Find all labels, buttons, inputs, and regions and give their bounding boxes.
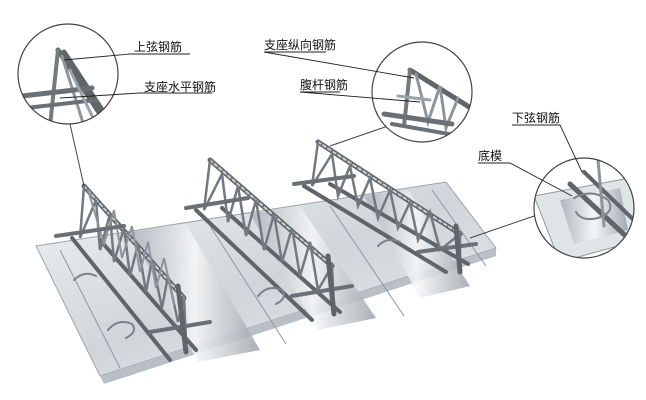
leader-bottom-form [478,162,573,197]
label-bottom-form: 底模 [478,149,503,163]
truss-back [292,139,478,275]
leader-upper-chord [63,53,190,61]
label-support-horizontal: 支座水平钢筋 [144,80,217,94]
label-support-longitudinal: 支座纵向钢筋 [264,38,337,52]
label-web-bar: 腹杆钢筋 [300,78,349,92]
label-leaders [59,51,583,197]
leader-lower-chord [512,124,583,173]
truss-front [54,183,212,362]
detail-circle-upper [17,23,119,125]
leader-web-bar [299,91,421,103]
truss-middle [184,157,354,322]
circle-connectors [69,123,541,239]
label-lower-chord: 下弦钢筋 [512,111,561,125]
leader-support-longitudinal [263,51,415,79]
detail-circle-lower [533,157,635,259]
detail-circle-middle [371,41,473,143]
leader-support-horizontal [59,92,212,99]
label-upper-chord: 上弦钢筋 [134,40,183,54]
